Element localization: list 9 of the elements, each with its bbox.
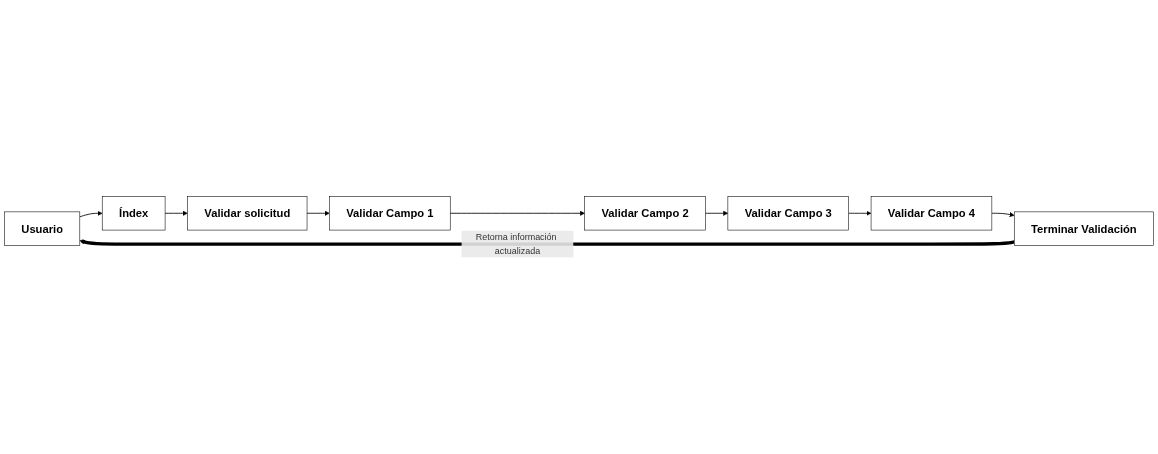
node-box: Validar solicitud (187, 196, 308, 231)
node-box: Validar Campo 3 (727, 196, 849, 231)
node-box: Usuario (4, 211, 81, 246)
node-box: Terminar Validación (1014, 211, 1154, 246)
node-box: Validar Campo 4 (870, 196, 993, 231)
node-box: Validar Campo 1 (329, 196, 451, 231)
node-box: Validar Campo 2 (584, 196, 706, 231)
edge-label: Retorna información actualizada (475, 232, 557, 256)
node-box: Índex (101, 196, 166, 231)
